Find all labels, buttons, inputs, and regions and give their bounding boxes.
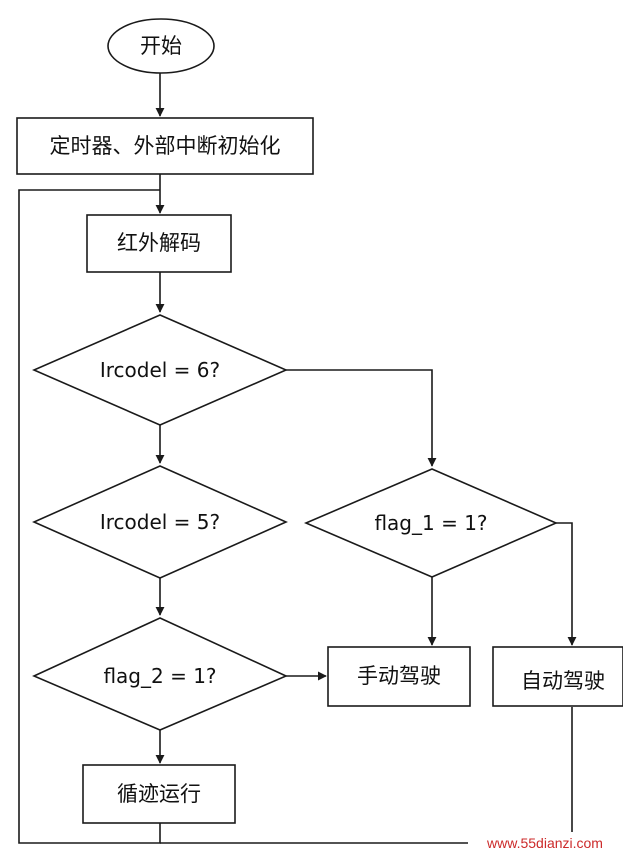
- decision-flag1: flag_1 = 1?: [303, 468, 559, 578]
- loop-back-line: [18, 189, 161, 844]
- decision-flag2: flag_2 = 1?: [32, 617, 288, 731]
- arrow-code6-to-flag1: [286, 369, 437, 467]
- decision-code5: Ircodel = 5?: [32, 465, 288, 579]
- decode-label: 红外解码: [117, 231, 201, 255]
- connectors: [18, 72, 577, 844]
- tracking-node: 循迹运行: [82, 764, 236, 824]
- decision-code5-label: Ircodel = 5?: [100, 510, 220, 534]
- manual-node: 手动驾驶: [327, 646, 471, 707]
- watermark: www.55dianzi.com: [468, 832, 623, 853]
- decision-code6-label: Ircodel = 6?: [100, 358, 220, 382]
- decision-code6: Ircodel = 6?: [32, 314, 288, 426]
- start-node: 开始: [107, 18, 215, 74]
- init-label: 定时器、外部中断初始化: [50, 134, 281, 158]
- watermark-text: www.55dianzi.com: [486, 835, 603, 851]
- arrow-flag1-to-auto: [556, 522, 577, 646]
- auto-label: 自动驾驶: [521, 669, 605, 693]
- tracking-label: 循迹运行: [117, 782, 201, 806]
- manual-label: 手动驾驶: [357, 664, 441, 688]
- init-node: 定时器、外部中断初始化: [16, 117, 314, 175]
- decision-flag2-label: flag_2 = 1?: [103, 664, 216, 688]
- auto-node: 自动驾驶: [492, 646, 623, 707]
- decision-flag1-label: flag_1 = 1?: [374, 511, 487, 535]
- decode-node: 红外解码: [86, 214, 232, 273]
- start-label: 开始: [140, 34, 182, 58]
